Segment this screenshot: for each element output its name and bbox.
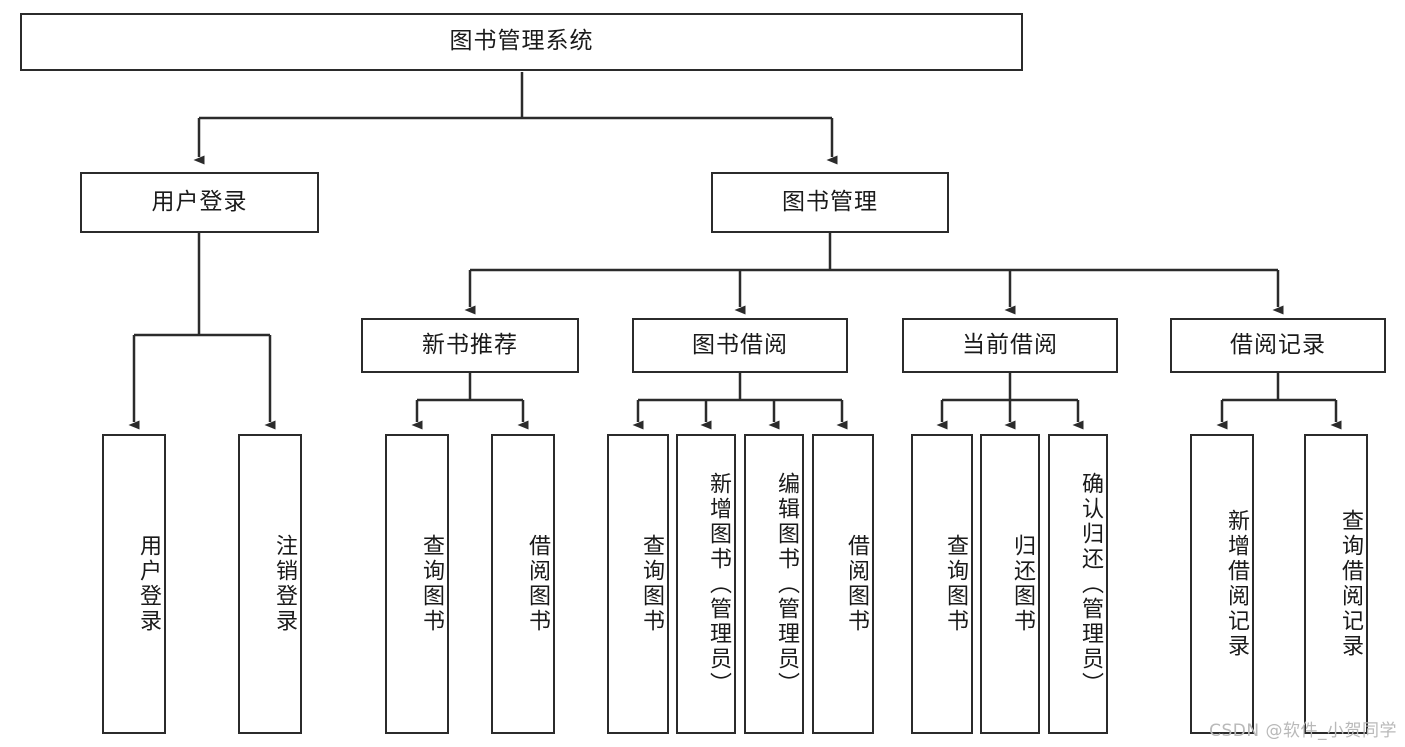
leaf-current-query-book[interactable]: 查询图书 <box>911 434 973 734</box>
node-label: 借阅图书 <box>525 534 550 634</box>
node-label: 借阅图书 <box>844 534 869 634</box>
leaf-records-add-record[interactable]: 新增借阅记录 <box>1190 434 1254 734</box>
node-current-borrow[interactable]: 当前借阅 <box>902 318 1118 373</box>
node-root-system[interactable]: 图书管理系统 <box>20 13 1023 71</box>
leaf-borrow-add-book-admin[interactable]: 新增图书（管理员） <box>676 434 736 734</box>
node-label: 新增图书（管理员） <box>706 471 731 697</box>
leaf-logout[interactable]: 注销登录 <box>238 434 302 734</box>
leaf-borrow-edit-book-admin[interactable]: 编辑图书（管理员） <box>744 434 804 734</box>
node-borrow-records[interactable]: 借阅记录 <box>1170 318 1386 373</box>
node-book-borrow[interactable]: 图书借阅 <box>632 318 848 373</box>
watermark-text: CSDN @软件_小贺同学 <box>1209 721 1397 741</box>
node-book-management[interactable]: 图书管理 <box>711 172 949 233</box>
node-label: 确认归还（管理员） <box>1078 471 1103 697</box>
node-label: 查询借阅记录 <box>1338 509 1363 659</box>
node-label: 注销登录 <box>272 534 297 634</box>
node-label: 编辑图书（管理员） <box>774 471 799 697</box>
leaf-user-login[interactable]: 用户登录 <box>102 434 166 734</box>
node-label: 查询图书 <box>419 534 444 634</box>
node-label: 图书管理 <box>782 188 878 215</box>
node-label: 图书借阅 <box>692 331 788 358</box>
node-label: 新增借阅记录 <box>1224 509 1249 659</box>
leaf-borrow-borrow-book[interactable]: 借阅图书 <box>812 434 874 734</box>
node-new-book-recommend[interactable]: 新书推荐 <box>361 318 579 373</box>
leaf-recommend-borrow-book[interactable]: 借阅图书 <box>491 434 555 734</box>
leaf-current-return-book[interactable]: 归还图书 <box>980 434 1040 734</box>
node-label: 新书推荐 <box>422 331 518 358</box>
node-label: 借阅记录 <box>1230 331 1326 358</box>
node-label: 归还图书 <box>1010 534 1035 634</box>
node-user-login[interactable]: 用户登录 <box>80 172 319 233</box>
node-label: 用户登录 <box>151 188 248 215</box>
node-label: 当前借阅 <box>962 331 1058 358</box>
node-label: 用户登录 <box>136 534 161 634</box>
node-label: 图书管理系统 <box>449 28 594 55</box>
leaf-records-query-record[interactable]: 查询借阅记录 <box>1304 434 1368 734</box>
node-label: 查询图书 <box>943 534 968 634</box>
leaf-borrow-query-book[interactable]: 查询图书 <box>607 434 669 734</box>
leaf-recommend-query-book[interactable]: 查询图书 <box>385 434 449 734</box>
node-label: 查询图书 <box>639 534 664 634</box>
leaf-current-confirm-return-admin[interactable]: 确认归还（管理员） <box>1048 434 1108 734</box>
